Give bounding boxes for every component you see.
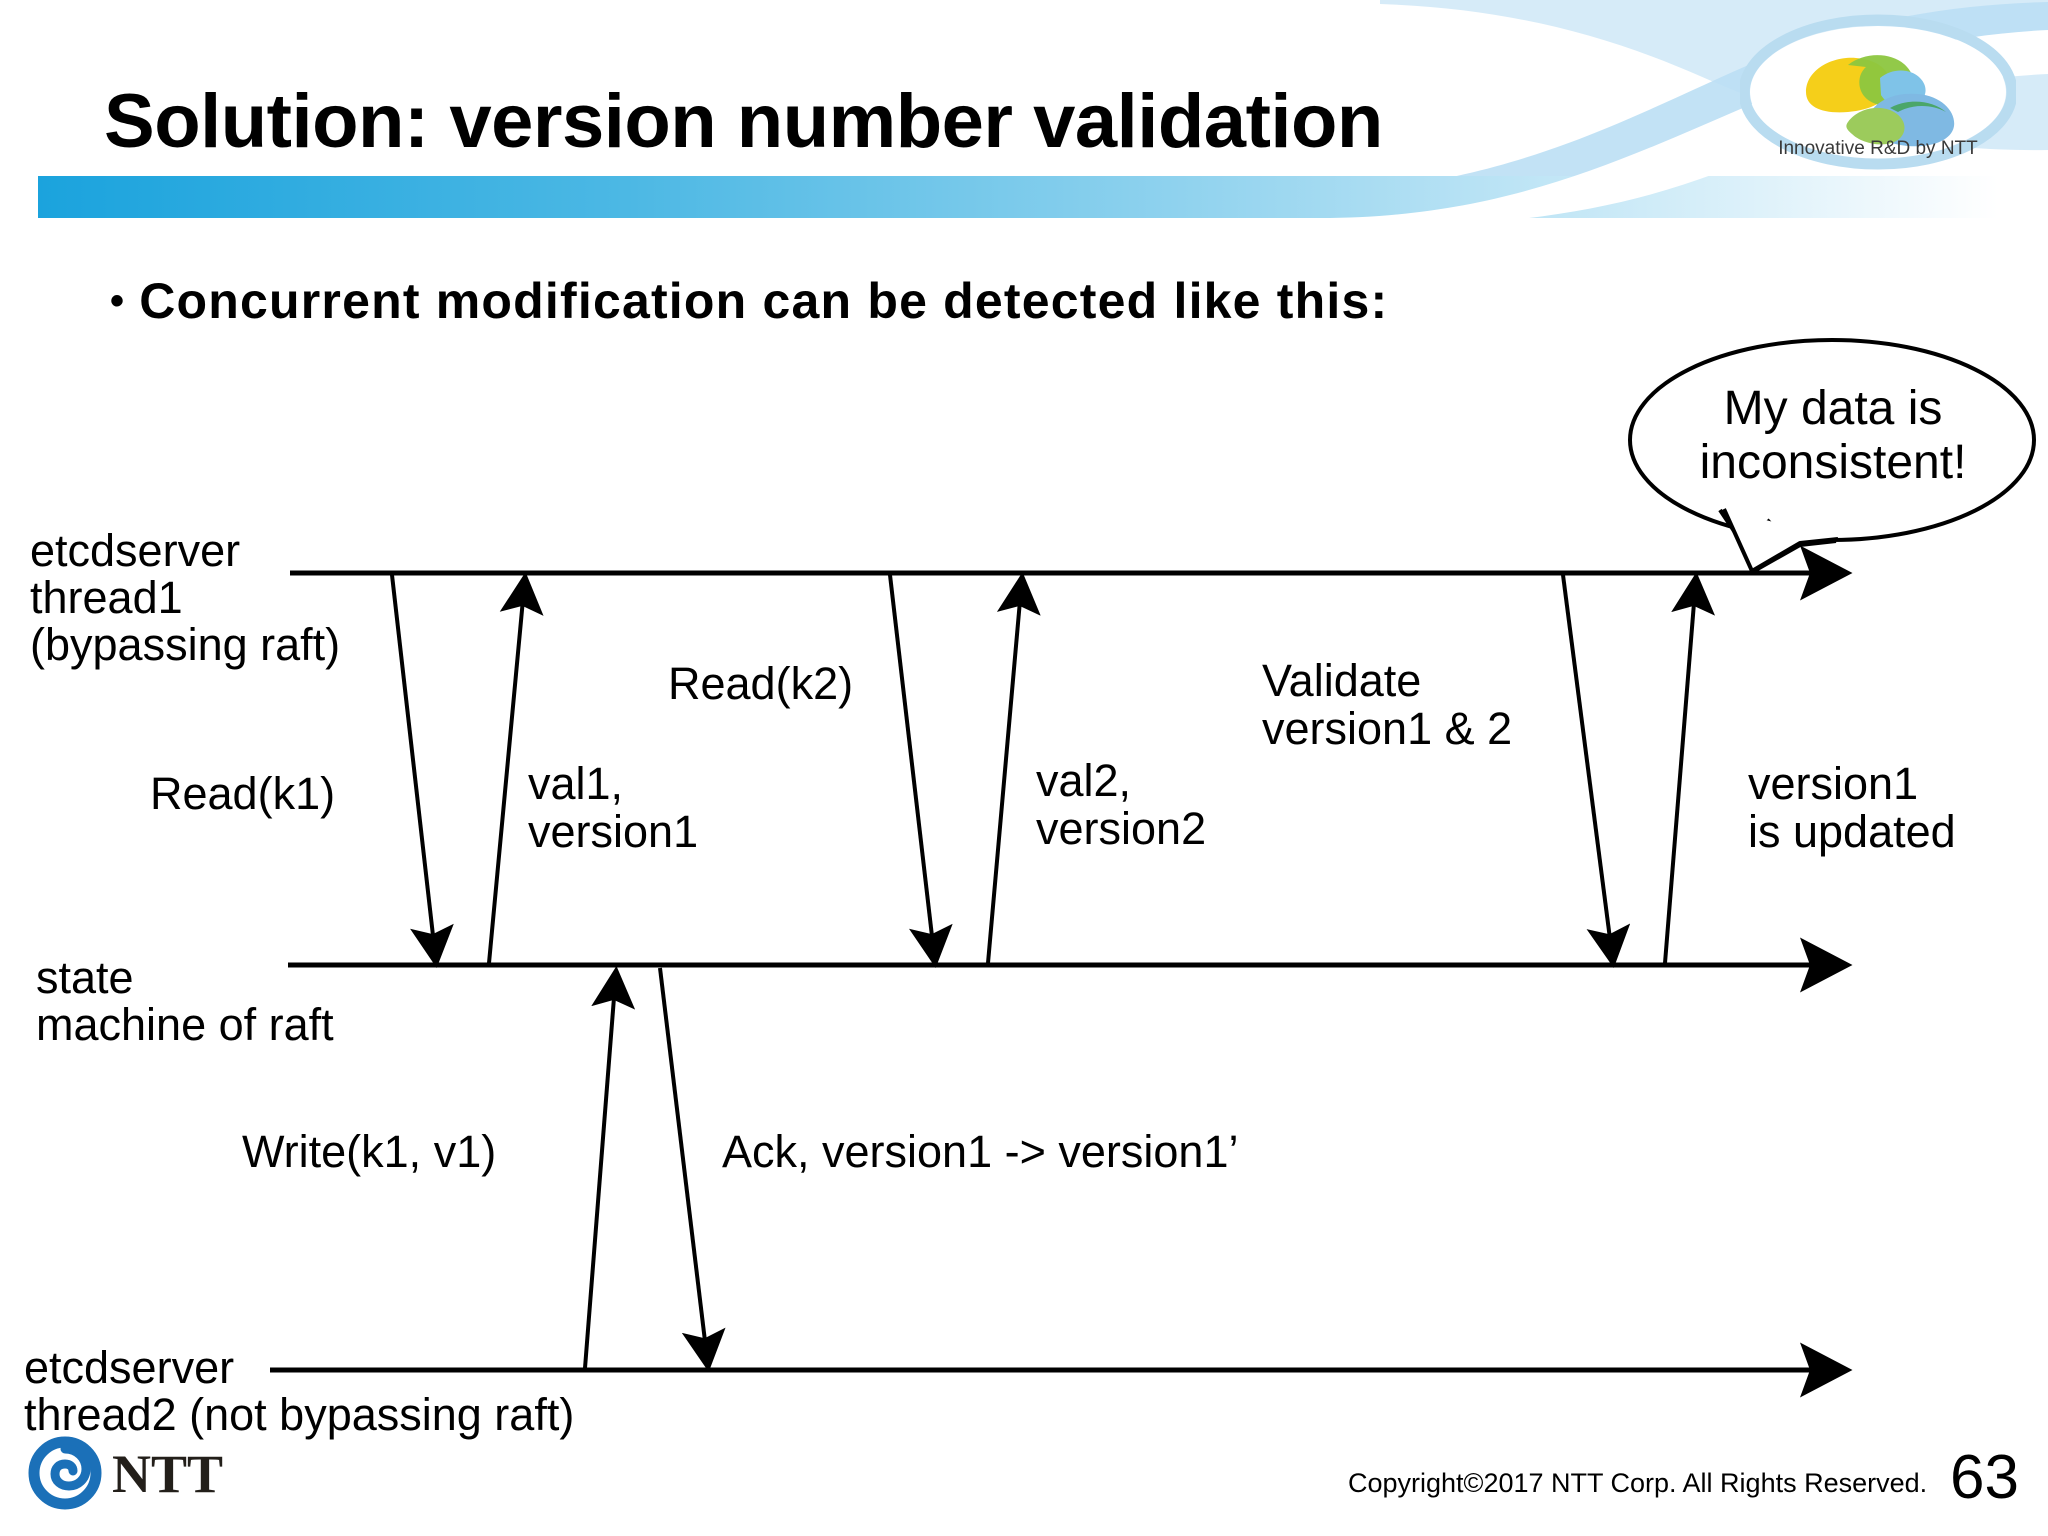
arrow-validate: [1561, 574, 1631, 968]
message-label-validate: Validate version1 & 2: [1262, 655, 1513, 754]
inconsistent-callout-text: My data is inconsistent!: [1699, 382, 1967, 489]
lane-label-etcdserver-thread1: etcdserver thread1 (bypassing raft): [30, 525, 341, 670]
message-label-val1-version1: val1, version1: [528, 758, 699, 857]
rd-logo-caption: Innovative R&D by NTT: [1778, 138, 1978, 159]
message-label-write-k1-v1: Write(k1, v1): [242, 1126, 497, 1177]
ntt-logo-wordmark: NTT: [112, 1444, 223, 1504]
innovative-rd-by-ntt-logo: Innovative R&D by NTT: [1740, 14, 2016, 170]
message-label-read-k1: Read(k1): [150, 768, 336, 819]
message-label-version1-updated: version1 is updated: [1748, 758, 1956, 857]
message-label-ack-version1: Ack, version1 -> version1’: [722, 1126, 1239, 1177]
arrow-ack: [658, 967, 726, 1372]
lane-label-etcdserver-thread2: etcdserver thread2 (not bypassing raft): [24, 1342, 575, 1440]
bullet-text: Concurrent modification can be detected …: [139, 273, 1389, 329]
lane-label-state-machine-of-raft: state machine of raft: [36, 952, 334, 1050]
ntt-corporate-logo: NTT: [28, 1436, 223, 1510]
page-title: Solution: version number validation: [104, 79, 1383, 164]
message-label-val2-version2: val2, version2: [1036, 755, 1207, 854]
arrow-read-k1: [390, 574, 454, 968]
page-number: 63: [1950, 1443, 2019, 1512]
message-label-read-k2: Read(k2): [668, 658, 854, 709]
arrow-val1: [487, 572, 544, 964]
arrow-read-k2: [888, 574, 953, 968]
arrow-write-k1-v1: [583, 966, 636, 1369]
bullet-marker: •: [110, 279, 126, 323]
arrow-val2: [986, 572, 1041, 964]
copyright-notice: Copyright©2017 NTT Corp. All Rights Rese…: [1348, 1468, 1928, 1498]
arrow-version1-updated: [1663, 572, 1716, 964]
bullet-line: • Concurrent modification can be detected…: [110, 272, 1388, 330]
